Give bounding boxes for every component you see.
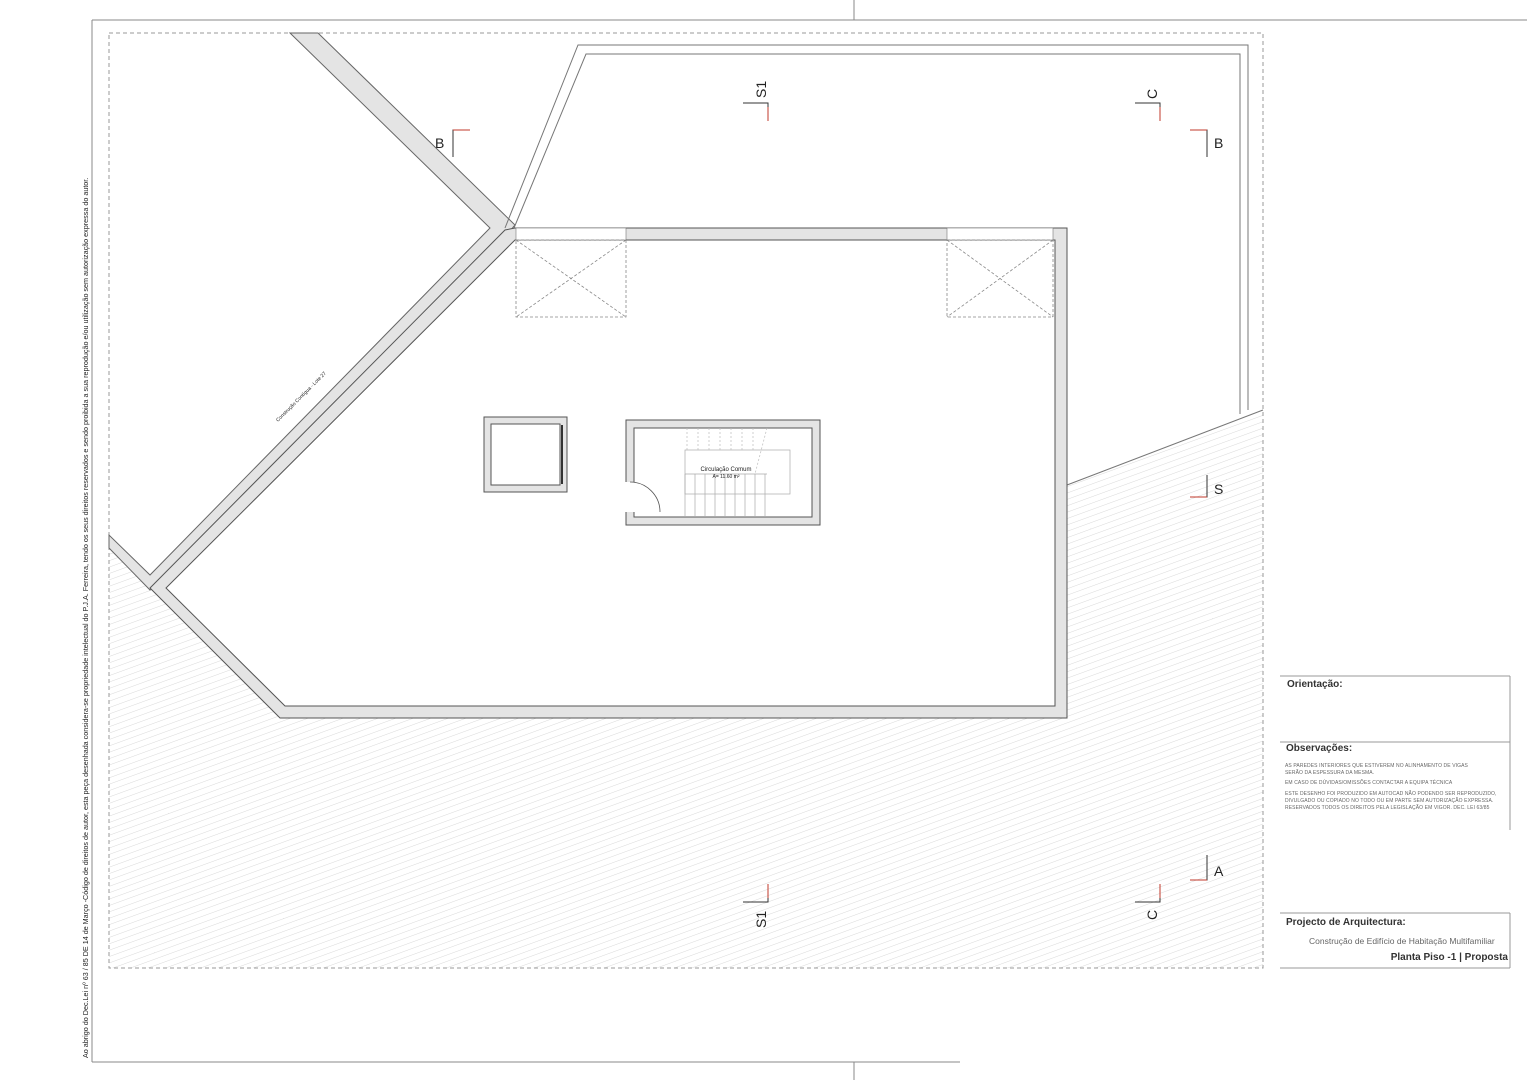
hatched-ground xyxy=(109,410,1263,968)
room-label: Circulação Comum xyxy=(700,467,751,473)
section-markers xyxy=(452,102,1208,903)
orientation-label: Orientação: xyxy=(1287,679,1343,690)
observations-label: Observações: xyxy=(1286,743,1353,754)
section-mark-a: A xyxy=(1214,863,1224,879)
project-label: Projecto de Arquitectura: xyxy=(1286,917,1406,928)
neighbor-wall xyxy=(108,32,516,591)
site-boundary xyxy=(108,32,1264,969)
project-name: Construção de Edifício de Habitação Mult… xyxy=(1309,936,1495,946)
observations-text: AS PAREDES INTERIORES QUE ESTIVEREM NO A… xyxy=(1285,763,1497,812)
section-mark-s: S xyxy=(1214,481,1223,497)
window-opening xyxy=(946,227,1054,241)
observation-line: SERÃO DA ESPESSURA DA MESMA. xyxy=(1285,770,1375,776)
observation-line: ESTE DESENHO FOI PRODUZIDO EM AUTOCAD NÃ… xyxy=(1285,791,1497,797)
section-mark-c: C xyxy=(1144,89,1160,99)
section-mark-b: B xyxy=(1214,135,1223,151)
stair-core xyxy=(624,419,821,526)
section-mark-b: B xyxy=(435,135,444,151)
section-mark-s1: S1 xyxy=(753,81,769,98)
sheet-title: Planta Piso -1 | Proposta xyxy=(1390,952,1508,963)
observation-line: DIVULGADO OU COPIADO NO TODO OU EM PARTE… xyxy=(1285,798,1494,804)
boundary-wall xyxy=(504,44,1264,486)
observation-line: EM CASO DE DÚVIDAS/OMISSÕES CONTACTAR A … xyxy=(1285,780,1453,786)
section-mark-c: C xyxy=(1144,910,1160,920)
copyright-notice: Ao abrigo do Dec.Lei nº 63 / 85 DE 14 de… xyxy=(81,178,90,1058)
sheet-frame xyxy=(91,0,1527,1080)
skylight-void xyxy=(515,239,1054,318)
room-area: A= 11.60 m² xyxy=(712,474,739,480)
section-mark-s1: S1 xyxy=(753,911,769,928)
elevator-shaft xyxy=(483,416,568,493)
building-walls xyxy=(149,227,1068,719)
observation-line: RESERVADOS TODOS OS DIREITOS PELA LEGISL… xyxy=(1285,805,1490,811)
title-block-frame xyxy=(1280,675,1511,969)
window-opening xyxy=(515,227,627,241)
observation-line: AS PAREDES INTERIORES QUE ESTIVEREM NO A… xyxy=(1285,763,1468,769)
